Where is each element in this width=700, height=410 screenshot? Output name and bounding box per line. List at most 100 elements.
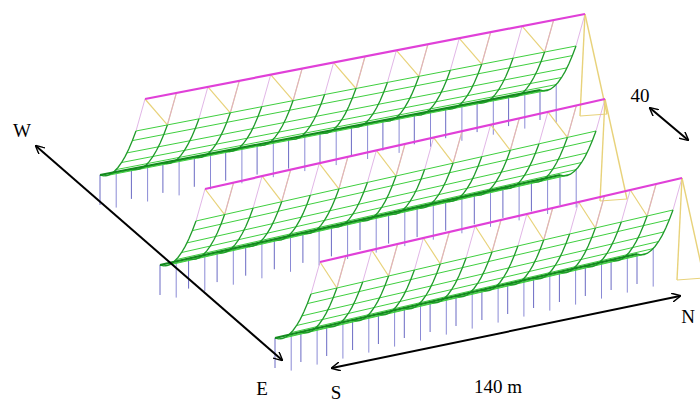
tripod-leg [580,14,585,116]
roof-edge [275,254,637,338]
truss-member [527,214,544,240]
truss-member [337,256,346,288]
truss-member [491,125,511,151]
truss-member [522,26,545,52]
roof-purlin [132,56,572,141]
column [430,302,431,332]
truss-post [570,202,579,234]
truss-post [567,105,576,137]
truss-post [513,26,522,58]
roof-rib [637,210,673,255]
column [194,157,195,187]
column [430,109,431,147]
truss-post [647,184,656,216]
column [300,332,301,362]
top-chord [205,99,605,189]
truss-member [389,244,398,276]
truss-member [459,38,481,64]
tripod-leg [682,178,700,278]
column [225,151,226,181]
column [331,226,332,256]
truss-post [453,131,462,163]
truss-member [376,150,396,176]
column [204,253,205,291]
column [217,252,218,282]
roof-purlin [307,220,669,304]
truss-post [544,208,553,240]
column [188,259,189,289]
truss-member [548,112,568,137]
column [456,296,457,326]
column [376,215,377,253]
column [378,314,379,344]
axis-label: W [13,121,31,140]
roof-purlin [182,163,582,253]
truss-post [482,32,491,64]
column [404,308,405,338]
truss-post [262,75,271,107]
axis-label: 140 m [474,377,522,396]
column [404,208,405,246]
truss-member [320,262,337,288]
tripod-leg [605,99,627,199]
top-chord [320,178,682,262]
roof-purlin [116,85,556,170]
column [319,227,320,265]
truss-member [334,63,356,89]
truss-post [136,99,145,131]
truss-member [145,99,167,125]
column [461,195,462,233]
column [274,239,275,269]
roof-rib [560,131,596,176]
truss-post [196,189,205,221]
truss-post [356,57,365,89]
truss-post [311,262,320,294]
truss-post [545,20,554,52]
column [474,194,475,224]
column [291,333,292,371]
truss-post [482,125,491,157]
column [420,303,421,341]
column [585,266,586,296]
column [210,151,211,189]
tripod-leg [677,178,682,280]
column [241,145,242,183]
truss-post [621,190,630,222]
truss-post [466,226,475,258]
column [317,327,318,365]
axis-label: E [256,379,268,398]
column [540,90,541,120]
roof-purlin [127,68,567,153]
truss-post [230,81,239,113]
column [507,284,508,314]
truss-member [567,105,576,137]
column [326,326,327,356]
column [559,272,560,302]
truss-member [595,196,604,228]
truss-member [419,44,428,76]
roof-rib [540,46,576,91]
column [445,201,446,231]
truss-member [372,250,389,276]
truss-member [319,163,339,189]
truss-member [356,57,365,89]
truss-member [225,183,234,215]
column [446,297,447,335]
roof-structures [100,14,700,371]
truss-member [205,189,225,215]
tripod-leg [677,278,700,280]
column [160,265,161,295]
column [481,290,482,320]
truss-member [339,157,348,189]
truss-member [262,176,282,202]
roof-purlin [291,249,653,333]
column [472,291,473,329]
truss-member [630,190,647,216]
truss-member [544,208,553,240]
column [399,115,400,153]
truss-member [396,50,419,76]
column [360,220,361,250]
truss-member [423,238,440,264]
truss-post [293,69,302,101]
truss-post [425,138,434,170]
